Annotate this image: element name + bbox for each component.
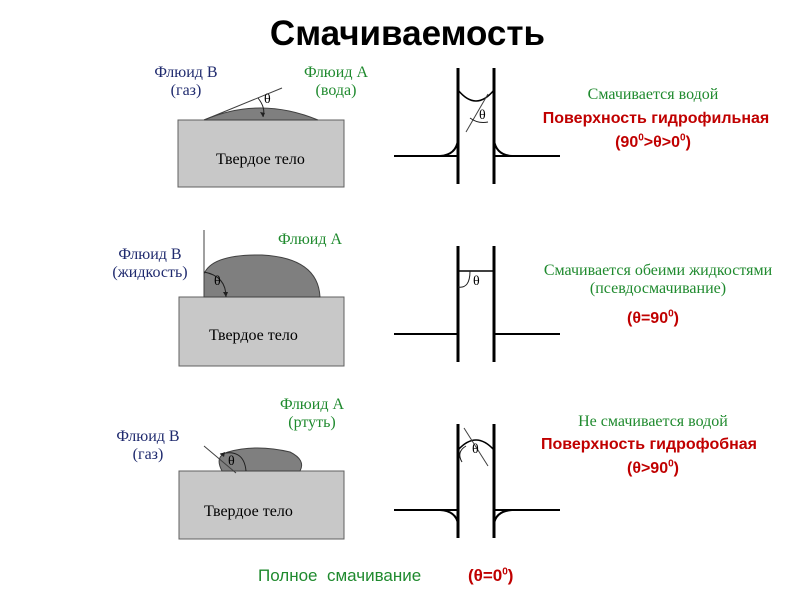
headline-row-3: Поверхность гидрофобная: [540, 436, 758, 453]
condition-row-2: (θ=900): [626, 308, 679, 327]
fluid-a-label-3: Флюид А(ртуть): [279, 396, 345, 432]
theta-label-2b: θ: [473, 274, 480, 289]
solid-label-1: Твердое тело: [216, 151, 305, 168]
meniscus-3: [457, 439, 495, 451]
fluid-a-label-1: Флюид А(вода): [303, 64, 369, 100]
headline-row-1: Поверхность гидрофильная: [542, 110, 770, 127]
meniscus-1: [457, 89, 495, 102]
footer-value: (θ=00): [468, 566, 514, 585]
page-title: Смачиваемость: [269, 14, 546, 53]
fluid-a-label-2: Флюид А: [278, 231, 343, 248]
condition-row-3: (θ>900): [626, 458, 679, 477]
solid-block-2: [178, 296, 345, 367]
solid-block-3: [178, 470, 345, 540]
droplet-2: [203, 254, 321, 298]
footer-label: Полное смачивание: [258, 566, 422, 585]
theta-label-1b: θ: [479, 108, 486, 123]
fluid-b-label-2: Флюид В(жидкость): [112, 246, 188, 282]
theta-label-1a: θ: [264, 92, 271, 107]
solid-label-2: Твердое тело: [209, 327, 298, 344]
theta-label-3b: θ: [472, 442, 479, 457]
caption-row-1: Смачивается водой: [587, 86, 719, 103]
tangent-line-1: [203, 87, 283, 121]
theta-label-3a: θ: [228, 454, 235, 469]
caption-row-3: Не смачивается водой: [578, 413, 728, 430]
caption-row-2: Смачивается обеими жидкостями(псевдосмач…: [543, 262, 773, 298]
condition-row-1: (900>θ>00): [615, 132, 691, 151]
droplet-1: [203, 107, 319, 121]
fluid-b-label-1: Флюид В(газ): [154, 64, 218, 100]
theta-label-2a: θ: [214, 274, 221, 289]
tangent-line-3: [203, 445, 237, 474]
solid-label-3: Твердое тело: [204, 503, 293, 520]
fluid-b-label-3: Флюид В(газ): [116, 428, 180, 464]
droplet-3: [218, 447, 303, 472]
solid-block-1: [177, 119, 345, 188]
